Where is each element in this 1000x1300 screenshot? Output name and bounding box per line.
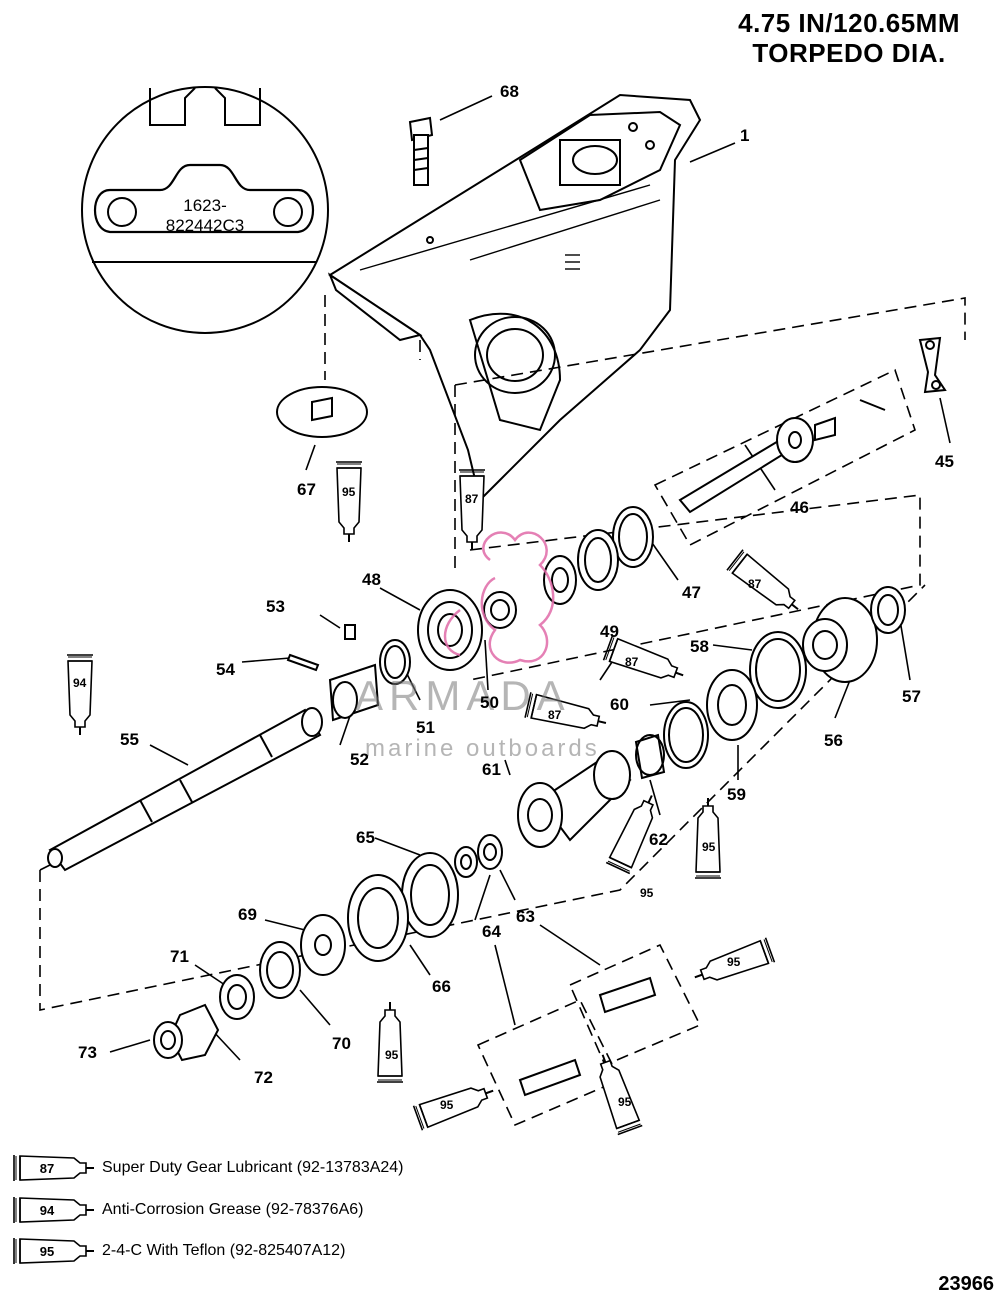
parts-59-60 (663, 669, 758, 769)
gear-housing (327, 93, 702, 502)
legend-text-95: 2-4-C With Teflon (92-825407A12) (102, 1242, 346, 1259)
callout-70: 70 (332, 1034, 351, 1053)
tube-label-87-d: 87 (548, 708, 562, 722)
callout-47: 47 (682, 583, 701, 602)
callout-69: 69 (238, 905, 257, 924)
callout-63: 63 (516, 907, 535, 926)
tube-label-87-b: 87 (748, 577, 762, 591)
callout-62: 62 (649, 830, 668, 849)
inset-line-1: 1623- (183, 196, 227, 215)
callout-60: 60 (610, 695, 629, 714)
header-line-2: TORPEDO DIA. (752, 38, 946, 68)
inset-part-number: 1623- 822442C3 (160, 196, 250, 236)
callout-46: 46 (790, 498, 809, 517)
inset-line-2: 822442C3 (165, 216, 245, 235)
callout-71: 71 (170, 947, 189, 966)
tube-label-95-c: 95 (640, 886, 654, 900)
tube-label-95-g: 95 (618, 1095, 632, 1109)
callout-66: 66 (432, 977, 451, 996)
part-48-pinion-gear (417, 589, 517, 671)
part-46-shift-assembly (678, 399, 886, 514)
parts-51-54 (286, 624, 411, 722)
callout-61: 61 (482, 760, 501, 779)
parts-63-64 (454, 834, 503, 878)
callout-59: 59 (727, 785, 746, 804)
watermark-tagline: marine outboards (365, 735, 600, 762)
tube-label-95-a: 95 (342, 485, 356, 499)
part-47-ring (543, 506, 654, 605)
watermark-logo (443, 531, 555, 664)
legend-row-94: 94 Anti-Corrosion Grease (92-78376A6) (12, 1192, 364, 1228)
tube-label-94: 94 (73, 676, 87, 690)
callout-51: 51 (416, 718, 435, 737)
callout-48: 48 (362, 570, 381, 589)
leader-lines (109, 95, 951, 1061)
callout-45: 45 (935, 452, 954, 471)
header-line-1: 4.75 IN/120.65MM (738, 8, 960, 38)
part-45-bracket (918, 336, 947, 394)
part-68-bolt (408, 116, 434, 186)
parts-65-73 (153, 852, 459, 1062)
legend-row-95: 95 2-4-C With Teflon (92-825407A12) (12, 1233, 346, 1269)
parts-in-boxes (518, 976, 657, 1097)
legend-row-87: 87 Super Duty Gear Lubricant (92-13783A2… (12, 1150, 404, 1186)
callout-72: 72 (254, 1068, 273, 1087)
callout-1: 1 (740, 126, 750, 145)
inset-decal (81, 86, 329, 334)
callout-73: 73 (78, 1043, 97, 1062)
legend-code-94: 94 (39, 1202, 55, 1218)
callout-54: 54 (216, 660, 235, 679)
assembly-lines (39, 295, 966, 1127)
callout-64: 64 (482, 922, 501, 941)
legend-code-95: 95 (39, 1243, 55, 1259)
callout-65: 65 (356, 828, 375, 847)
watermark-brand: ARMADA (355, 672, 571, 719)
parts-61-62 (517, 733, 666, 848)
part-55-propeller-shaft (47, 707, 323, 872)
tube-label-87-a: 87 (465, 492, 479, 506)
tube-label-95-e: 95 (727, 955, 741, 969)
parts-56-58 (749, 586, 906, 709)
part-67-plate (276, 386, 368, 438)
tube-label-95-b: 95 (702, 840, 716, 854)
tube-label-95-f: 95 (440, 1098, 454, 1112)
legend-text-94: Anti-Corrosion Grease (92-78376A6) (102, 1201, 364, 1218)
callout-57: 57 (902, 687, 921, 706)
header-title: 4.75 IN/120.65MM TORPEDO DIA. (738, 8, 960, 68)
legend-code-87: 87 (39, 1160, 55, 1176)
callout-68: 68 (500, 82, 519, 101)
callout-55: 55 (120, 730, 139, 749)
callout-56: 56 (824, 731, 843, 750)
callout-58: 58 (690, 637, 709, 656)
callout-50: 50 (480, 693, 499, 712)
legend-text-87: Super Duty Gear Lubricant (92-13783A24) (102, 1159, 404, 1176)
callout-53: 53 (266, 597, 285, 616)
callout-67: 67 (297, 480, 316, 499)
tube-label-87-c: 87 (625, 655, 639, 669)
tube-label-95-d: 95 (385, 1048, 399, 1062)
callout-49: 49 (600, 622, 619, 641)
document-number: 23966 (938, 1273, 994, 1295)
callout-52: 52 (350, 750, 369, 769)
